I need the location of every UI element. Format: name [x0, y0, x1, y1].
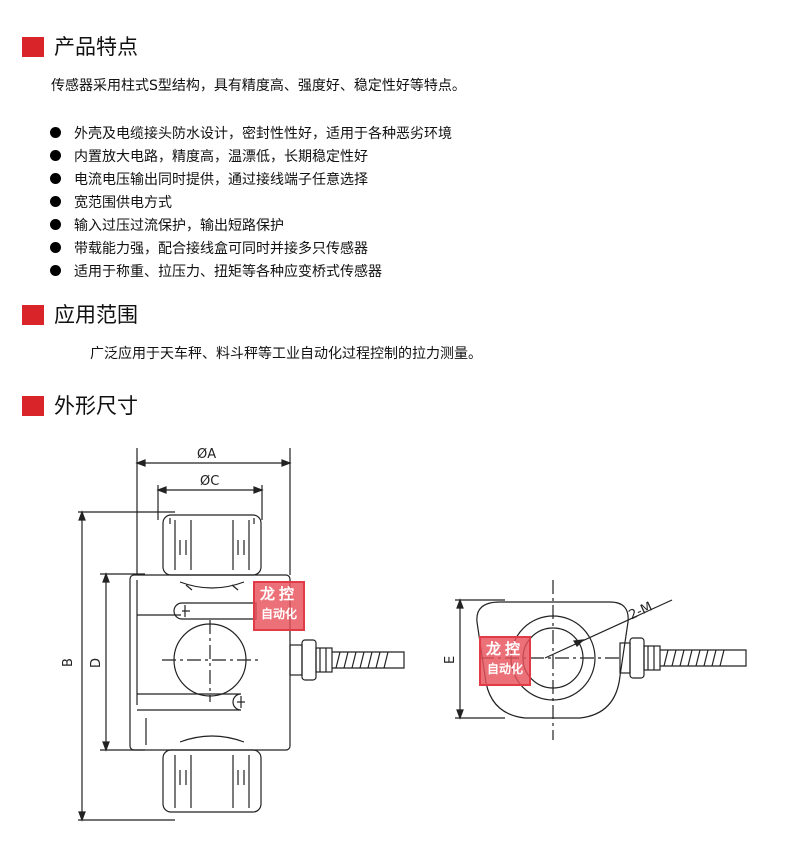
features-header: 产品特点 [22, 35, 138, 59]
bullet-icon [50, 173, 61, 184]
application-text: 广泛应用于天车秤、料斗秤等工业自动化过程控制的拉力测量。 [90, 346, 482, 362]
bullet-icon [50, 150, 61, 161]
feature-list: 外壳及电缆接头防水设计，密封性性好，适用于各种恶劣环境 内置放大电路，精度高，温… [50, 121, 452, 282]
list-item: 带载能力强，配合接线盒可同时并接多只传感器 [50, 236, 452, 259]
bullet-icon [50, 127, 61, 138]
watermark-stamp: 龙控 自动化 [479, 636, 531, 686]
dim-label-a: ØA [197, 447, 216, 462]
list-item: 宽范围供电方式 [50, 190, 452, 213]
section-title: 应用范围 [54, 303, 138, 327]
watermark-stamp: 龙控 自动化 [253, 581, 305, 631]
side-view: ØA ØC B D [61, 447, 405, 822]
section-marker [22, 305, 44, 325]
dim-label-m: 2-M [627, 599, 655, 623]
dimension-drawing: ØA ØC B D [61, 447, 747, 822]
dim-label-c: ØC [200, 474, 219, 489]
bullet-icon [50, 265, 61, 276]
section-title: 外形尺寸 [54, 394, 138, 418]
bullet-icon [50, 219, 61, 230]
dim-label-d: D [89, 658, 104, 668]
list-item: 电流电压输出同时提供，通过接线端子任意选择 [50, 167, 452, 190]
section-marker [22, 37, 44, 57]
list-item: 外壳及电缆接头防水设计，密封性性好，适用于各种恶劣环境 [50, 121, 452, 144]
dimensions-header: 外形尺寸 [22, 394, 138, 418]
section-title: 产品特点 [54, 35, 138, 59]
section-marker [22, 396, 44, 416]
features-intro: 传感器采用柱式S型结构，具有精度高、强度好、稳定性好等特点。 [51, 78, 466, 94]
dim-label-e: E [443, 656, 458, 664]
bullet-icon [50, 242, 61, 253]
application-header: 应用范围 [22, 303, 138, 327]
list-item: 输入过压过流保护，输出短路保护 [50, 213, 452, 236]
list-item: 内置放大电路，精度高，温漂低，长期稳定性好 [50, 144, 452, 167]
dim-label-b: B [61, 658, 76, 667]
bullet-icon [50, 196, 61, 207]
list-item: 适用于称重、拉压力、扭矩等各种应变桥式传感器 [50, 259, 452, 282]
